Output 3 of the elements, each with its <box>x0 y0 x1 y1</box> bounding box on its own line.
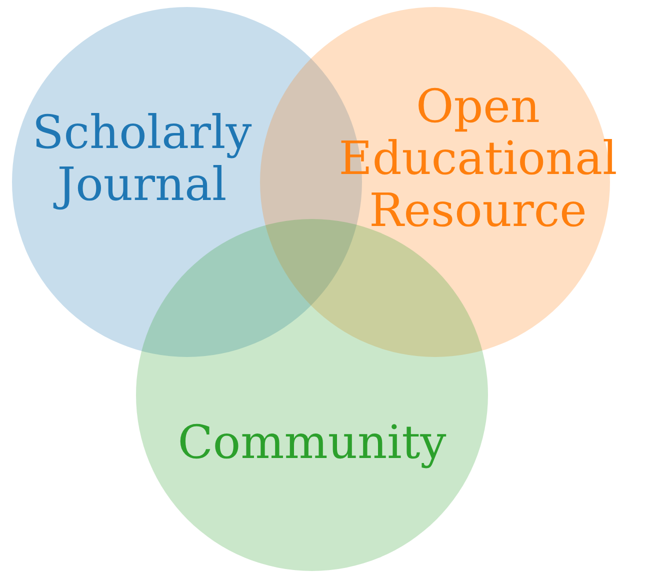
circle-label: Open Educational Resource <box>338 80 618 236</box>
circle-label: Scholarly Journal <box>31 106 253 210</box>
circle-label: Community <box>176 416 448 468</box>
